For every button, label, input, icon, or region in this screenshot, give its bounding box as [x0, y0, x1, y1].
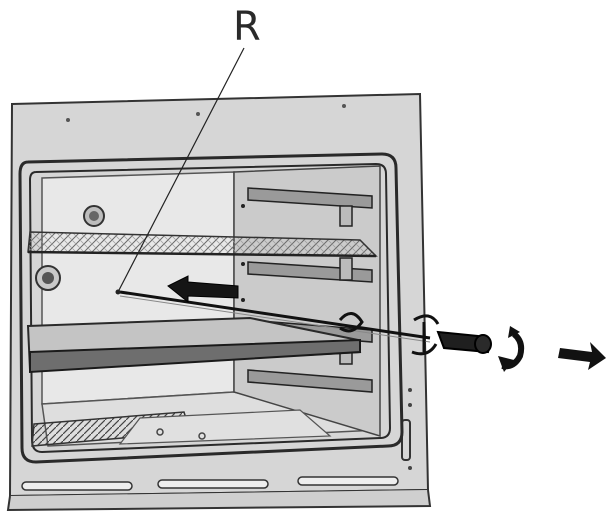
door-seal-frame	[18, 152, 404, 464]
pull-out-arrow-icon	[558, 342, 606, 370]
callout-label-r: R	[233, 4, 261, 50]
rotisserie-spit	[119, 290, 440, 356]
floor-grille	[31, 409, 332, 447]
side-wall	[233, 165, 381, 438]
wire-shelf	[27, 231, 378, 258]
drip-tray	[26, 316, 362, 374]
rear-fixtures	[35, 205, 105, 291]
insert-arrow-icon	[167, 275, 239, 304]
rotisserie-handle	[436, 330, 492, 354]
callout-r: R	[115, 4, 261, 295]
rotate-arrow-icon	[498, 326, 525, 372]
